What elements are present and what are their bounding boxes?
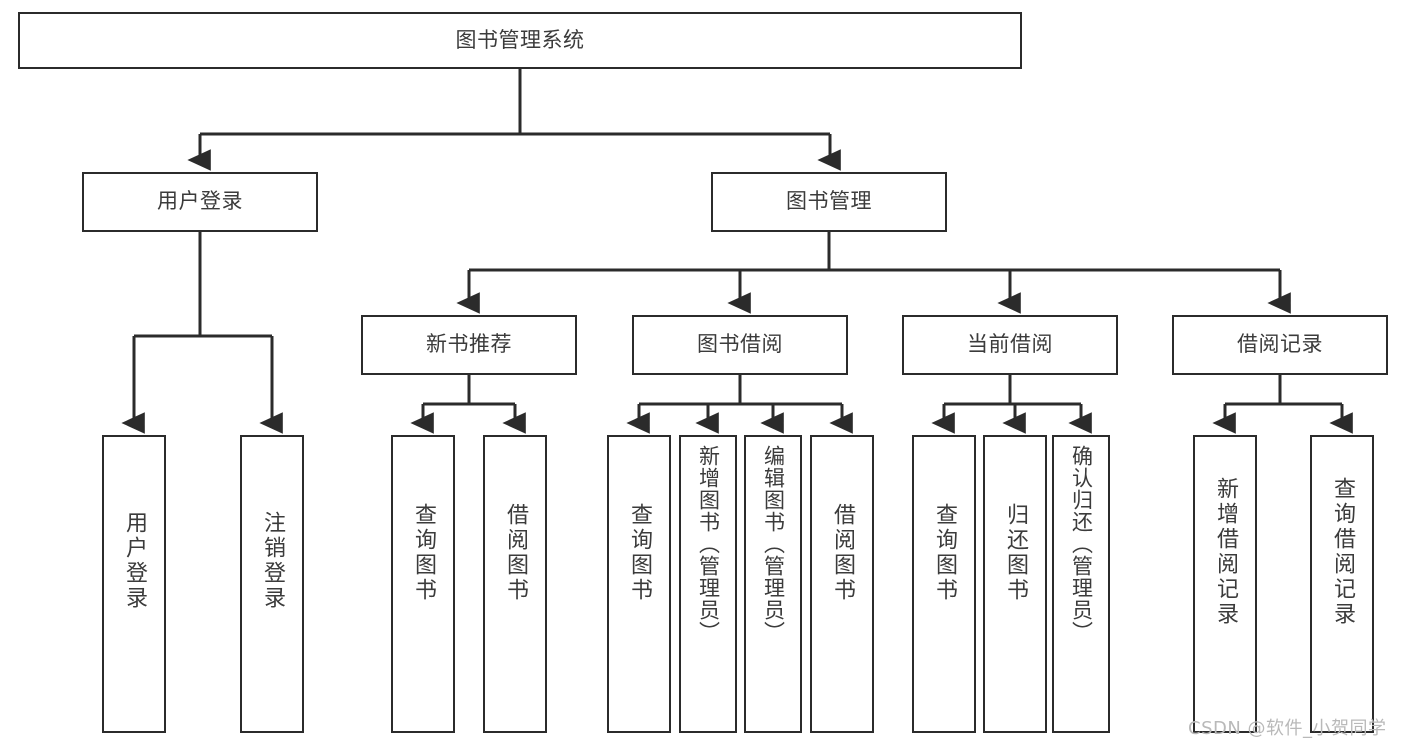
- node-book-manage[interactable]: 图书管理: [711, 172, 947, 232]
- node-leaf-rec-search[interactable]: 查询借阅记录: [1310, 435, 1374, 733]
- node-current-borrow-label: 当前借阅: [967, 332, 1053, 357]
- node-current-borrow[interactable]: 当前借阅: [902, 315, 1118, 375]
- node-leaf-rec-search-label: 查询借阅记录: [1330, 477, 1355, 627]
- node-borrow-record[interactable]: 借阅记录: [1172, 315, 1388, 375]
- node-leaf-rec-borrow[interactable]: 借阅图书: [483, 435, 547, 733]
- node-leaf-cur-confirm[interactable]: 确认归还（管理员）: [1052, 435, 1110, 733]
- node-leaf-user-logout[interactable]: 注销登录: [240, 435, 304, 733]
- node-leaf-rec-add-label: 新增借阅记录: [1213, 477, 1238, 627]
- node-leaf-user-login-label: 用户登录: [122, 511, 147, 611]
- node-root-label: 图书管理系统: [455, 27, 585, 52]
- node-root[interactable]: 图书管理系统: [18, 12, 1022, 69]
- node-new-book-rec-label: 新书推荐: [426, 332, 512, 357]
- node-leaf-book-add[interactable]: 新增图书（管理员）: [679, 435, 737, 733]
- node-leaf-borrow-query[interactable]: 查询图书: [607, 435, 671, 733]
- node-leaf-book-edit-label: 编辑图书（管理员）: [761, 445, 786, 643]
- node-book-borrow-label: 图书借阅: [697, 332, 783, 357]
- csdn-watermark: CSDN @软件_小贺同学: [1188, 718, 1387, 739]
- node-leaf-user-logout-label: 注销登录: [260, 511, 285, 611]
- node-user-login-label: 用户登录: [157, 189, 243, 214]
- node-leaf-book-edit[interactable]: 编辑图书（管理员）: [744, 435, 802, 733]
- node-leaf-rec-borrow-label: 借阅图书: [503, 503, 528, 603]
- node-leaf-book-borrow[interactable]: 借阅图书: [810, 435, 874, 733]
- node-leaf-rec-query[interactable]: 查询图书: [391, 435, 455, 733]
- node-leaf-cur-return[interactable]: 归还图书: [983, 435, 1047, 733]
- node-leaf-cur-query[interactable]: 查询图书: [912, 435, 976, 733]
- node-new-book-rec[interactable]: 新书推荐: [361, 315, 577, 375]
- node-user-login[interactable]: 用户登录: [82, 172, 318, 232]
- node-leaf-book-add-label: 新增图书（管理员）: [696, 445, 721, 643]
- node-leaf-user-login[interactable]: 用户登录: [102, 435, 166, 733]
- node-book-borrow[interactable]: 图书借阅: [632, 315, 848, 375]
- node-leaf-cur-confirm-label: 确认归还（管理员）: [1069, 445, 1094, 643]
- node-leaf-rec-add[interactable]: 新增借阅记录: [1193, 435, 1257, 733]
- node-leaf-cur-query-label: 查询图书: [932, 503, 957, 603]
- node-leaf-borrow-query-label: 查询图书: [627, 503, 652, 603]
- node-leaf-cur-return-label: 归还图书: [1003, 503, 1028, 603]
- node-borrow-record-label: 借阅记录: [1237, 332, 1323, 357]
- node-leaf-rec-query-label: 查询图书: [411, 503, 436, 603]
- node-leaf-book-borrow-label: 借阅图书: [830, 503, 855, 603]
- node-book-manage-label: 图书管理: [786, 189, 872, 214]
